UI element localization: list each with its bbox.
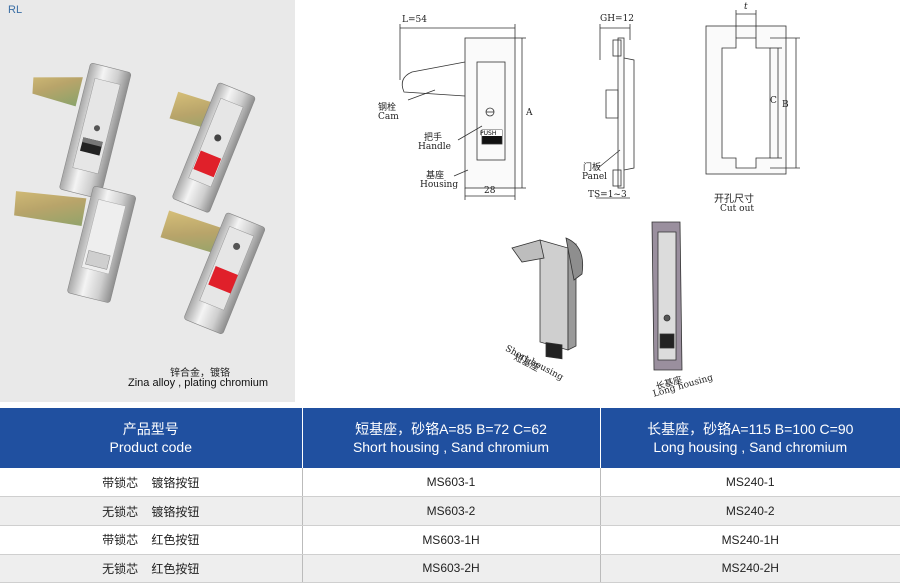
panel-label-zh: 门板 [583,163,602,173]
material-label-zh: 锌合金，镀铬 [170,368,230,379]
header-long-housing-en: Long housing , Sand chromium [653,439,848,455]
lock-photo-red-no-cylinder [160,210,266,334]
header-short-housing-en: Short housing , Sand chromium [352,439,550,455]
lock-photo-chrome-with-cylinder [32,63,132,199]
table-row: 带锁芯 镀铬按钮 MS603-1 MS240-1 [0,468,900,498]
dim-length-label: L=54 [402,15,427,25]
row-type-cell: 无锁芯 红色按钮 [0,554,303,583]
long-code-cell: MS240-2 [600,496,900,526]
long-code-cell: MS240-1 [600,468,900,498]
dim-gh-label: GH=12 [600,14,635,24]
table-row: 无锁芯 红色按钮 MS603-2H MS240-2H [0,554,900,583]
dim-ts-label: TS=1~3 [588,190,627,200]
housing-label-zh: 基座 [426,171,445,181]
handle-label-zh: 把手 [424,133,443,143]
dim-28-label: 28 [484,186,496,196]
header-product-code-en: Product code [109,439,193,455]
row-type-cell: 带锁芯 镀铬按钮 [0,468,303,498]
lock-photo-chrome-no-cylinder [14,186,136,303]
table-row: 带锁芯 红色按钮 MS603-1H MS240-1H [0,525,900,555]
material-label-en: Zina alloy , plating chromium [128,377,269,389]
handle-label-en: Handle [418,142,451,152]
product-photo-panel: RL [0,0,295,402]
header-long-housing-zh: 长基座，砂铬A=115 B=100 C=90 [647,421,854,437]
long-code-cell: MS240-2H [600,554,900,583]
dim-b-label: B [782,100,789,110]
dim-t-label: t [744,2,748,12]
long-code-cell: MS240-1H [600,525,900,555]
push-label: PUSH [480,130,497,137]
lock-photo-red-with-cylinder [169,82,256,213]
table-header-row: 产品型号 Product code 短基座，砂铬A=85 B=72 C=62 S… [0,408,900,468]
row-type-cell: 带锁芯 红色按钮 [0,525,303,555]
header-short-housing-zh: 短基座，砂铬A=85 B=72 C=62 [355,421,547,437]
header-product-code: 产品型号 Product code [0,408,303,468]
cam-label-en: Cam [378,112,399,122]
short-code-cell: MS603-2 [302,496,601,526]
cutout-label-en: Cut out [720,204,754,214]
dim-c-label: C [770,96,777,106]
header-short-housing: 短基座，砂铬A=85 B=72 C=62 Short housing , San… [302,408,601,468]
cam-label-zh: 钢栓 [378,103,397,113]
technical-drawings: L=54 GH=12 t 钢栓 Cam 把手 Handle 基座 Housing… [300,0,900,402]
header-long-housing: 长基座，砂铬A=115 B=100 C=90 Long housing , Sa… [600,408,900,468]
brand-label: RL [8,4,23,16]
cutout-label-zh: 开孔尺寸 [714,194,754,205]
dim-a-label: A [526,108,533,118]
short-code-cell: MS603-1H [302,525,601,555]
drawing-lines [399,10,800,371]
housing-label-en: Housing [420,180,459,190]
row-type-cell: 无锁芯 镀铬按钮 [0,496,303,526]
header-product-code-zh: 产品型号 [122,421,179,437]
table-row: 无锁芯 镀铬按钮 MS603-2 MS240-2 [0,496,900,526]
product-photos [14,63,266,334]
short-code-cell: MS603-1 [302,468,601,498]
panel-label-en: Panel [582,172,608,182]
short-code-cell: MS603-2H [302,554,601,583]
product-code-table: 产品型号 Product code 短基座，砂铬A=85 B=72 C=62 S… [0,408,900,583]
